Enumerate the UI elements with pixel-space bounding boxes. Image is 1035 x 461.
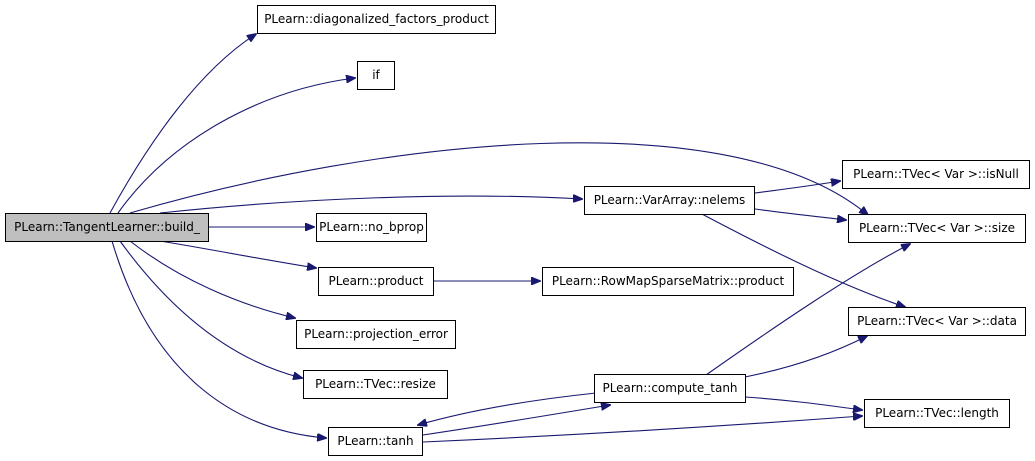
node-vararray-nelems[interactable]: PLearn::VarArray::nelems <box>584 186 755 215</box>
edge-root-product <box>159 240 316 268</box>
edge-root-tanh <box>111 240 326 438</box>
node-tvec-length[interactable]: PLearn::TVec::length <box>864 399 1010 428</box>
edge-nelems-size <box>754 208 846 220</box>
edge-computetanh-tanh <box>418 392 597 425</box>
edge-root-size <box>129 142 868 215</box>
node-projection-error[interactable]: PLearn::projection_error <box>296 320 456 349</box>
node-product[interactable]: PLearn::product <box>318 267 434 296</box>
node-tangentlearner-build[interactable]: PLearn::TangentLearner::build_ <box>5 213 209 242</box>
edge-computetanh-data <box>744 336 867 378</box>
edge-root-diag <box>109 34 256 214</box>
node-if[interactable]: if <box>357 61 395 90</box>
edge-root-nelems <box>159 196 582 214</box>
node-tvec-var-data[interactable]: PLearn::TVec< Var >::data <box>848 307 1026 336</box>
node-tvec-var-isnull[interactable]: PLearn::TVec< Var >::isNull <box>842 160 1030 189</box>
node-tvec-var-size[interactable]: PLearn::TVec< Var >::size <box>848 214 1026 243</box>
edge-computetanh-length <box>744 396 862 410</box>
edge-tanh-computetanh <box>422 405 610 436</box>
edge-nelems-isnull <box>754 181 840 194</box>
node-diagonalized-factors-product[interactable]: PLearn::diagonalized_factors_product <box>257 5 496 34</box>
edge-root-resize <box>119 240 302 378</box>
node-tanh[interactable]: PLearn::tanh <box>328 427 423 456</box>
edge-root-if <box>117 78 355 214</box>
node-tvec-resize[interactable]: PLearn::TVec::resize <box>303 370 448 399</box>
node-compute-tanh[interactable]: PLearn::compute_tanh <box>594 374 746 403</box>
edge-computetanh-size <box>705 244 910 376</box>
edge-nelems-data <box>699 212 905 307</box>
node-no-bprop[interactable]: PLearn::no_bprop <box>316 213 427 242</box>
edge-tanh-length <box>422 416 862 443</box>
edge-root-projerr <box>129 240 295 318</box>
node-rowmapsparsematrix-product[interactable]: PLearn::RowMapSparseMatrix::product <box>542 267 794 296</box>
